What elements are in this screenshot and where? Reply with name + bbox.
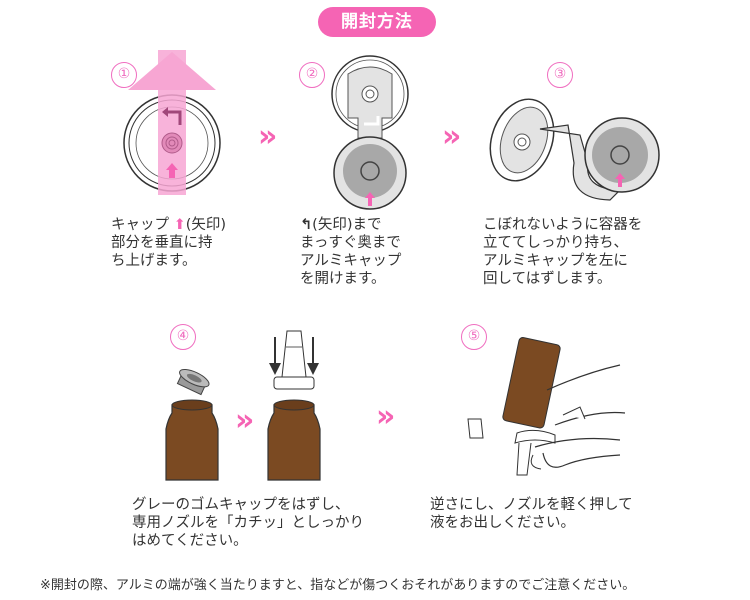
separator-chevron-3: » <box>376 399 396 434</box>
step-2-cap-illustration <box>331 55 409 210</box>
caution-note: ※開封の際、アルミの端が強く当たりますと、指などが傷つくおそれがありますのでご注… <box>40 578 636 593</box>
separator-chevron-1: » <box>258 119 278 154</box>
hook-arrow-icon: ↰ <box>300 217 313 233</box>
step-4-bottle-illustration: » <box>165 330 321 481</box>
step-4-caption: グレーのゴムキャップをはずし、 専用ノズルを「カチッ」としっかり はめてください… <box>132 497 364 549</box>
step-5-number: ⑤ <box>461 324 487 350</box>
step-1-number: ① <box>111 62 137 88</box>
step-5-caption: 逆さにし、ノズルを軽く押して 液をお出しください。 <box>430 497 633 531</box>
step-2-caption: ↰(矢印)まで まっすぐ奥まで アルミキャップ を開けます。 <box>300 216 401 288</box>
step-1-caption: キャップ ⬆(矢印) 部分を垂直に持 ち上げます。 <box>111 216 226 270</box>
step-5-hand-bottle-illustration <box>467 337 626 476</box>
step-4-number: ④ <box>170 324 196 350</box>
svg-text:»: » <box>235 403 254 438</box>
step-3-cap-illustration <box>489 98 660 201</box>
step-1-caption-text-a: キャップ <box>111 217 174 233</box>
page-title: 開封方法 <box>318 7 436 37</box>
step-2-number: ② <box>299 62 325 88</box>
pink-up-arrow-icon: ⬆ <box>173 217 186 233</box>
step-3-caption: こぼれないように容器を 立ててしっかり持ち、 アルミキャップを左に 回してはずし… <box>483 217 643 287</box>
separator-chevron-2: » <box>442 119 462 154</box>
step-2-caption-text: (矢印)まで まっすぐ奥まで アルミキャップ を開けます。 <box>300 217 402 287</box>
step-1-caption-text-b: (矢印) 部分を垂直に持 ち上げます。 <box>111 217 227 269</box>
step-1-cap-illustration <box>123 50 221 195</box>
step-3-number: ③ <box>547 62 573 88</box>
